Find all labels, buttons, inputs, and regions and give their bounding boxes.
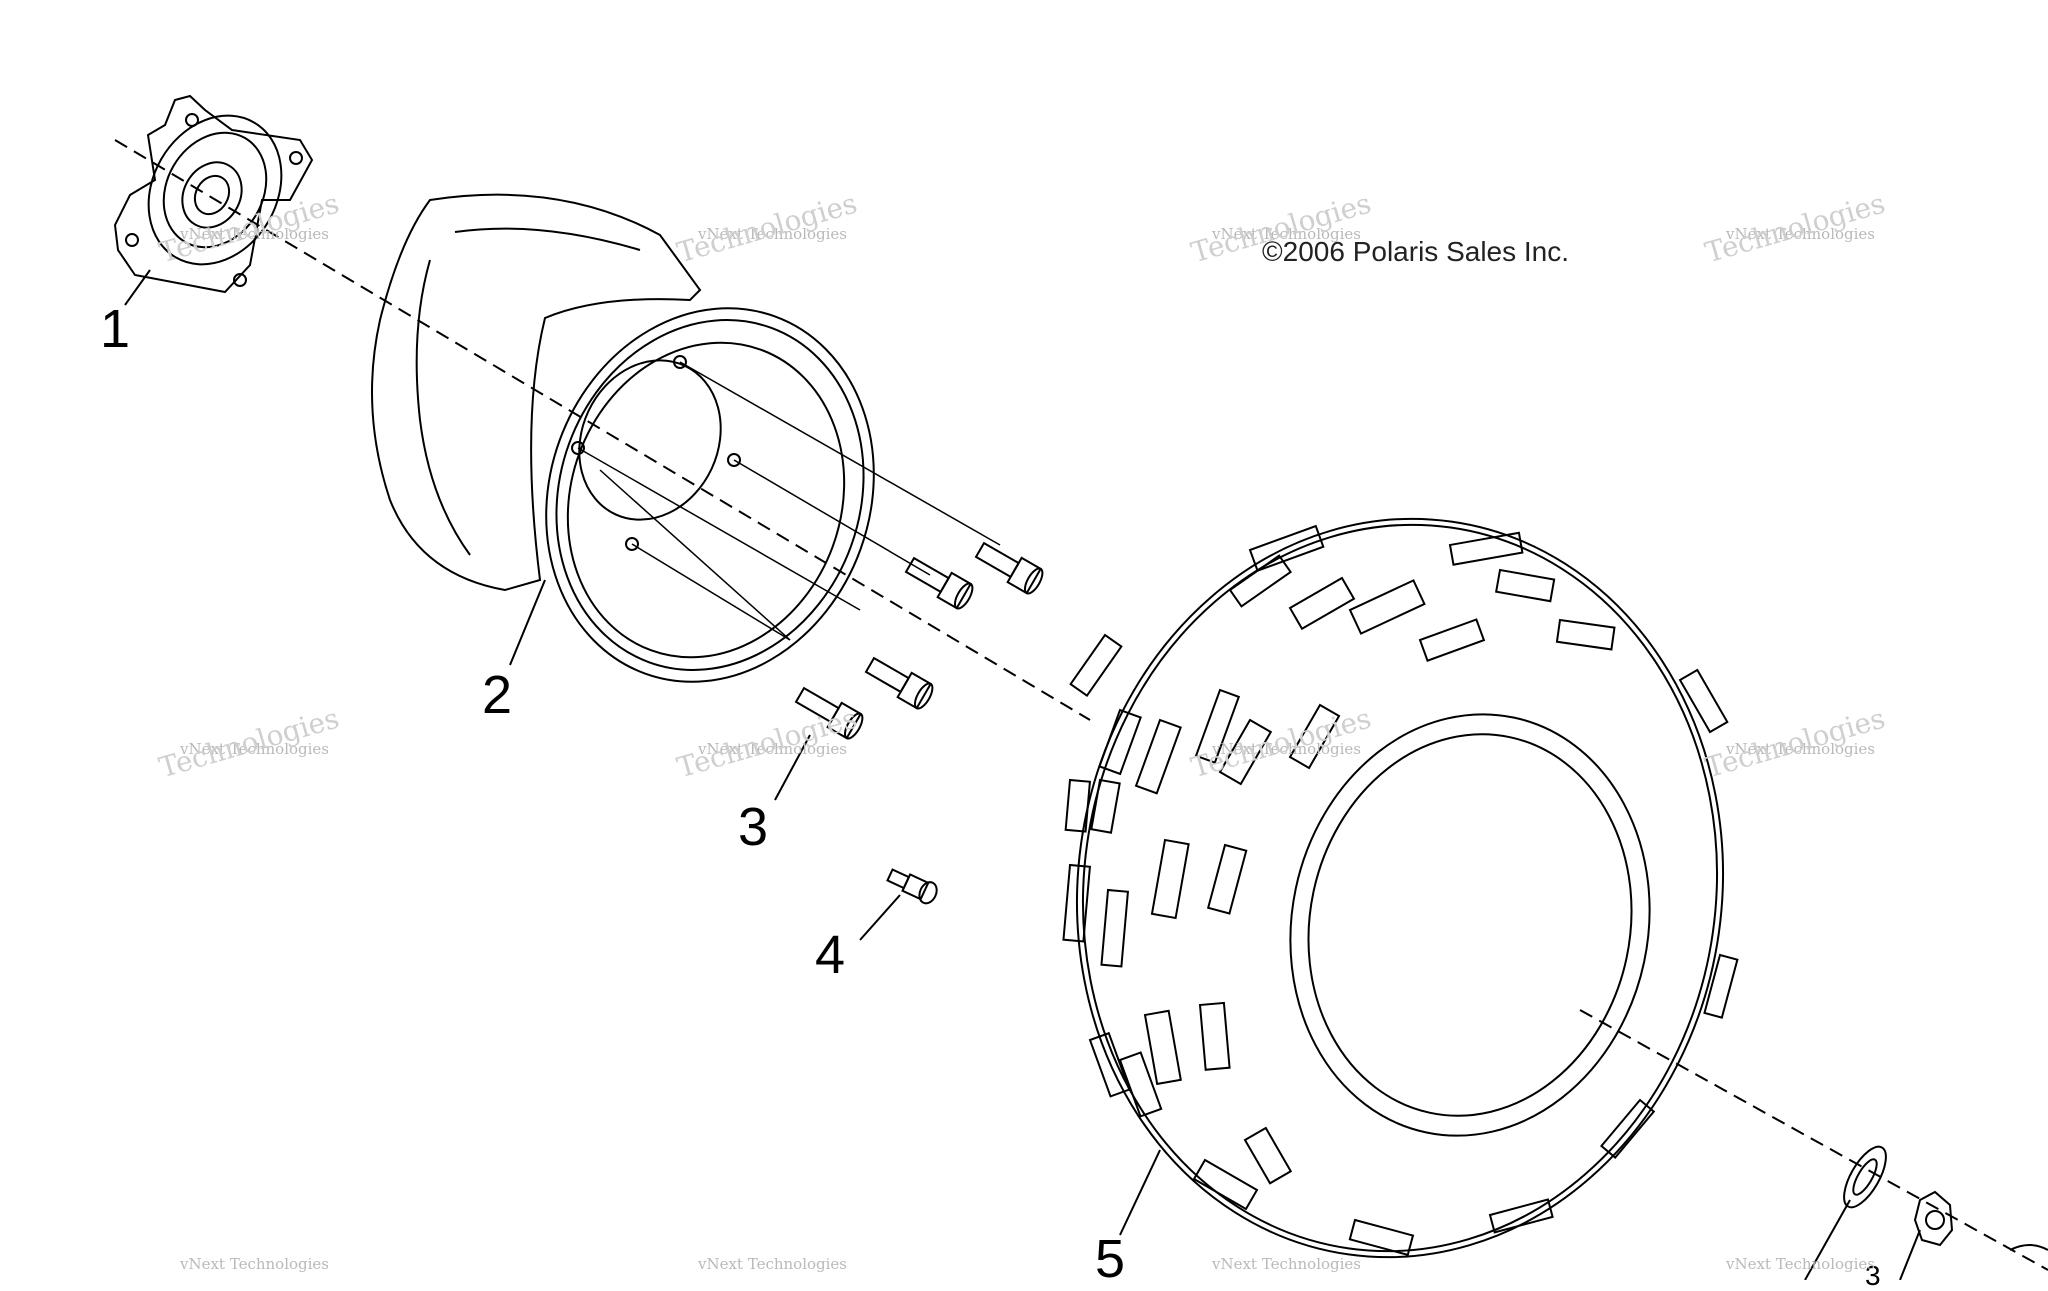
callout-2: 2	[482, 665, 513, 725]
axis-line-upper	[114, 139, 1091, 721]
leader-6	[1804, 1199, 1851, 1280]
callout-5: 5	[1095, 1229, 1126, 1289]
leader-2	[509, 579, 546, 666]
hub-flange-part	[113, 94, 314, 294]
leader-5	[1119, 1149, 1161, 1236]
leader-1	[124, 269, 151, 306]
axle-nut-part	[1843, 1145, 2048, 1251]
valve-stem-part	[886, 868, 938, 905]
copyright-text: ©2006 Polaris Sales Inc.	[1262, 236, 1570, 267]
axis-line-lower	[1579, 1009, 2048, 1271]
callout-6: 3	[1865, 1260, 1881, 1291]
lug-bolt-group	[794, 541, 1044, 740]
leader-7	[1899, 1229, 1921, 1280]
leader-3	[774, 734, 811, 801]
wheel-rim-part	[371, 193, 1001, 683]
leader-4	[859, 894, 901, 941]
callout-3: 3	[738, 797, 769, 857]
tire-part	[1062, 517, 1739, 1259]
callout-4: 4	[815, 925, 846, 985]
callout-1: 1	[100, 299, 131, 359]
